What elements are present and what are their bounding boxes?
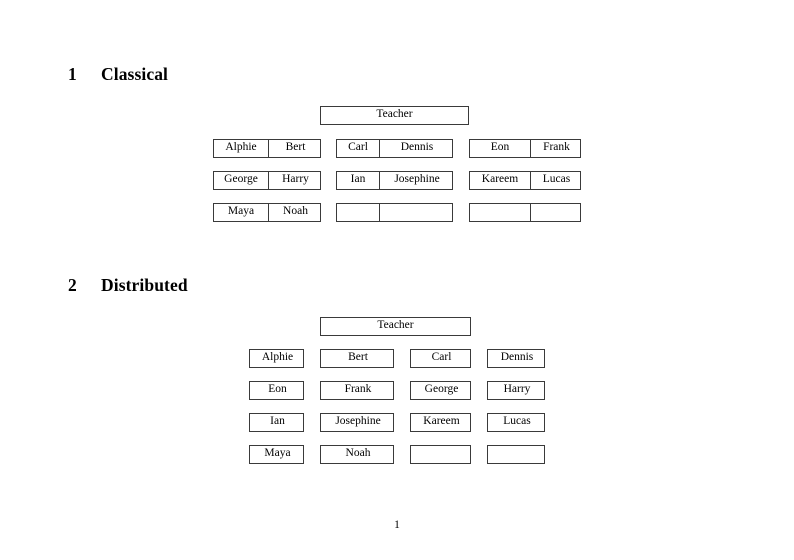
student-group-box xyxy=(469,203,581,222)
page-number: 1 xyxy=(394,519,400,531)
student-group-box: Josephine xyxy=(320,413,394,432)
student-cell: Harry xyxy=(268,172,322,189)
student-cell: Bert xyxy=(268,140,322,157)
student-group-box: Kareem Lucas xyxy=(469,171,581,190)
student-cell: Dennis xyxy=(379,140,454,157)
student-group-box: Eon Frank xyxy=(469,139,581,158)
student-group-box xyxy=(487,445,545,464)
student-group-box: Alphie Bert xyxy=(213,139,321,158)
student-group-box: Kareem xyxy=(410,413,471,432)
student-cell: Harry xyxy=(503,383,531,396)
student-group-box: Lucas xyxy=(487,413,545,432)
student-group-box: Noah xyxy=(320,445,394,464)
section-number: 1 xyxy=(68,64,77,84)
student-cell: Josephine xyxy=(379,172,454,189)
student-cell: Eon xyxy=(268,383,287,396)
student-group-box: Frank xyxy=(320,381,394,400)
student-cell: Alphie xyxy=(261,351,294,364)
section-title: Distributed xyxy=(101,275,188,295)
student-cell: Kareem xyxy=(423,415,460,428)
student-cell: Carl xyxy=(431,351,452,364)
student-cell: Josephine xyxy=(335,415,381,428)
student-cell: Lucas xyxy=(503,415,531,428)
student-cell-empty xyxy=(411,446,472,463)
teacher-box: Teacher xyxy=(320,106,469,125)
student-cell: Maya xyxy=(264,447,291,460)
section-heading-distributed: 2 Distributed xyxy=(68,275,188,296)
student-cell: Ian xyxy=(350,173,366,186)
student-cell: Ian xyxy=(270,415,285,428)
teacher-label: Teacher xyxy=(376,108,413,121)
student-group-box: Bert xyxy=(320,349,394,368)
student-cell: Eon xyxy=(490,141,510,154)
student-row: Eon Frank George Harry xyxy=(0,381,794,400)
student-group-box: Ian Josephine xyxy=(336,171,453,190)
student-row: Maya Noah xyxy=(0,203,794,222)
student-cell: Noah xyxy=(345,447,371,460)
student-group-box: George xyxy=(410,381,471,400)
student-cell: Kareem xyxy=(481,173,519,186)
student-group-box xyxy=(336,203,453,222)
student-row: Alphie Bert Carl Dennis xyxy=(0,349,794,368)
student-group-box: Ian xyxy=(249,413,304,432)
section-number: 2 xyxy=(68,275,77,295)
teacher-label: Teacher xyxy=(377,319,414,332)
student-cell: Frank xyxy=(344,383,372,396)
student-row: Alphie Bert Carl Dennis Eon Frank xyxy=(0,139,794,158)
student-row: Maya Noah xyxy=(0,445,794,464)
student-cell-empty xyxy=(470,204,530,221)
student-cell: Dennis xyxy=(500,351,534,364)
student-cell: George xyxy=(224,173,258,186)
student-cell: Frank xyxy=(530,140,582,157)
student-cell: Noah xyxy=(268,204,322,221)
student-group-box: Eon xyxy=(249,381,304,400)
student-cell: Maya xyxy=(227,205,255,218)
student-cell: Alphie xyxy=(225,141,257,154)
student-cell: Lucas xyxy=(530,172,582,189)
student-cell: Carl xyxy=(348,141,368,154)
student-group-box: Maya xyxy=(249,445,304,464)
section-title: Classical xyxy=(101,64,169,84)
student-group-box: Carl xyxy=(410,349,471,368)
student-group-box: Maya Noah xyxy=(213,203,321,222)
student-group-box xyxy=(410,445,471,464)
student-group-box: Harry xyxy=(487,381,545,400)
student-group-box: Carl Dennis xyxy=(336,139,453,158)
student-group-box: Alphie xyxy=(249,349,304,368)
student-cell: Bert xyxy=(348,351,368,364)
student-row: Ian Josephine Kareem Lucas xyxy=(0,413,794,432)
student-cell-empty xyxy=(530,204,582,221)
student-cell-empty xyxy=(379,204,454,221)
section-heading-classical: 1 Classical xyxy=(68,64,168,85)
student-cell-empty xyxy=(337,204,379,221)
teacher-box: Teacher xyxy=(320,317,471,336)
student-cell-empty xyxy=(488,446,546,463)
student-group-box: Dennis xyxy=(487,349,545,368)
student-row: George Harry Ian Josephine Kareem Lucas xyxy=(0,171,794,190)
student-group-box: George Harry xyxy=(213,171,321,190)
student-cell: George xyxy=(424,383,459,396)
